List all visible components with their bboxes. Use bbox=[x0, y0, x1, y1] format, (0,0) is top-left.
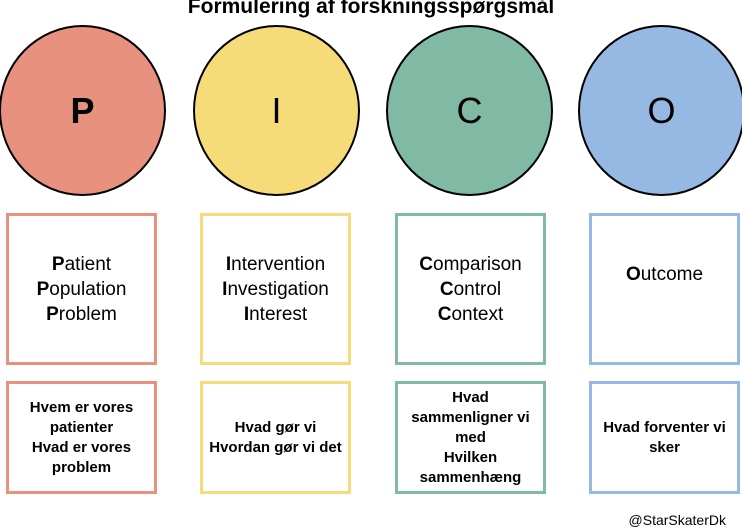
author-credit: @StarSkaterDk bbox=[628, 512, 726, 528]
term: Investigation bbox=[222, 278, 329, 300]
term: Context bbox=[437, 303, 504, 325]
circle-letter: P bbox=[70, 89, 95, 131]
circle-i: I bbox=[193, 25, 360, 196]
question-text: Hvem er vores patienter bbox=[29, 398, 134, 436]
circle-o: O bbox=[578, 25, 742, 196]
term: Interest bbox=[243, 303, 308, 325]
question-text: Hvilken sammenhæng bbox=[419, 448, 522, 486]
term: Comparison bbox=[419, 253, 522, 275]
term: Problem bbox=[46, 303, 117, 325]
circle-letter: I bbox=[271, 89, 282, 131]
question-box-i: Hvad gør vi Hvordan gør vi det bbox=[200, 381, 351, 494]
term: Outcome bbox=[625, 264, 704, 285]
question-text: Hvad gør vi bbox=[234, 418, 317, 436]
question-text: Hvordan gør vi det bbox=[209, 438, 342, 456]
question-text: Hvad sammenligner vi med bbox=[411, 388, 530, 446]
circle-c: C bbox=[386, 25, 553, 196]
diagram-title: Formulering af forskningsspørgsmål bbox=[187, 0, 555, 18]
circle-p: P bbox=[0, 25, 166, 196]
question-box-o: Hvad forventer vi sker bbox=[589, 381, 740, 494]
question-text: Hvad er vores problem bbox=[31, 438, 132, 476]
term: Patient bbox=[51, 253, 112, 275]
question-text: Hvad forventer vi sker bbox=[603, 418, 726, 456]
circle-letter: O bbox=[647, 89, 676, 131]
terms-box-o: Outcome bbox=[589, 213, 740, 365]
term: Intervention bbox=[225, 253, 326, 275]
term: Control bbox=[439, 278, 502, 300]
circle-letter: C bbox=[456, 89, 483, 131]
term: Population bbox=[36, 278, 127, 300]
